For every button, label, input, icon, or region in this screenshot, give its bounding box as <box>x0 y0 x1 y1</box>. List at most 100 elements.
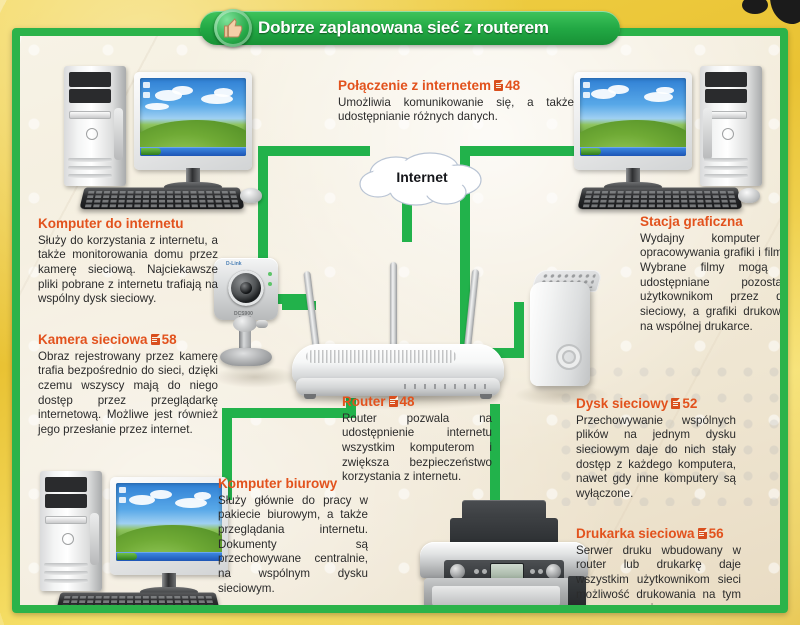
start-button <box>581 148 601 155</box>
page-icon <box>494 80 504 91</box>
taskbar <box>580 147 686 156</box>
link-router-to-printer-vertical <box>490 404 500 510</box>
lcd-monitor <box>574 72 692 192</box>
printer-dial[interactable] <box>450 564 465 579</box>
page-reference: 58 <box>148 332 177 347</box>
callout-body: Serwer druku wbudowany w router lub druk… <box>576 543 741 613</box>
optical-drive <box>45 516 87 524</box>
printer-shadow <box>416 606 596 613</box>
keyboard <box>577 187 743 210</box>
camera-body: D-Link DCS900 <box>214 258 278 320</box>
callout-body: Umożliwia komunikowanie się, a także udo… <box>338 95 574 124</box>
taskbar <box>116 552 222 561</box>
optical-drive <box>69 111 111 119</box>
callout-office-computer: Komputer biurowy Służy głównie do pracy … <box>218 476 368 597</box>
internet-cloud-label: Internet <box>396 169 448 185</box>
callout-graphics-station: Stacja graficzna Wydajny komputer do opr… <box>640 214 788 335</box>
callout-body: Wydajny komputer do opracowywania grafik… <box>640 231 788 333</box>
printer-dial[interactable] <box>546 564 561 579</box>
monitor-screen-windows-xp-wallpaper <box>580 78 686 156</box>
router-antenna <box>390 262 397 352</box>
tower-drive-bay <box>69 89 111 103</box>
link-camera-to-router <box>282 301 316 310</box>
desktop-computer-top-right <box>566 66 762 212</box>
network-printer <box>418 498 590 605</box>
tower-logo <box>86 128 98 140</box>
tower-vent <box>44 563 88 567</box>
callout-body: Służy głównie do pracy w pakiecie biurow… <box>218 493 368 595</box>
start-button <box>117 553 137 560</box>
page-reference: 48 <box>491 78 520 93</box>
router-foot <box>480 394 492 399</box>
camera-joint <box>233 316 257 332</box>
tower-drive-bay <box>705 89 747 103</box>
tower-front-strip <box>703 108 712 160</box>
tower-drive-bay <box>69 72 111 87</box>
lcd-monitor <box>110 477 228 597</box>
link-router-right <box>514 302 524 358</box>
callout-body: Obraz rejestrowany przez kamerę trafia b… <box>38 349 218 437</box>
title-banner: Dobrze zaplanowana sieć z routerem <box>200 9 620 47</box>
page-icon <box>697 528 707 539</box>
monitor-bezel <box>134 72 252 170</box>
tower-vent <box>68 174 112 178</box>
green-frame: D-Link DCS900 <box>12 28 788 613</box>
mouse <box>738 188 760 203</box>
camera-base <box>220 348 272 366</box>
link-topleft-pc-to-router <box>258 294 310 304</box>
monitor-stand-base <box>164 182 222 192</box>
tower-drive-bay <box>45 494 87 508</box>
callout-heading: Komputer do internetu <box>38 216 184 231</box>
monitor-stand-neck <box>162 573 176 589</box>
camera-status-led <box>268 272 272 276</box>
monitor-bezel <box>110 477 228 575</box>
printer-side-panel <box>568 576 586 605</box>
keyboard <box>79 187 245 210</box>
pc-tower <box>700 66 762 186</box>
link-router-bottom-stub <box>346 398 356 418</box>
mouse <box>240 188 262 203</box>
internet-cloud: Internet <box>358 152 486 208</box>
tower-vent <box>704 166 748 170</box>
nas-logo <box>556 344 582 370</box>
taskbar <box>140 147 246 156</box>
camera-adjust-knob[interactable] <box>256 320 268 328</box>
monitor-stand-neck <box>186 168 200 184</box>
router-antenna <box>463 268 480 352</box>
tower-vent <box>68 158 112 162</box>
link-cloud-right-horizontal <box>460 146 580 156</box>
monitor-stand-base <box>140 587 198 597</box>
link-cloud-left-vertical <box>258 146 268 174</box>
page-reference: 56 <box>695 526 724 541</box>
start-button <box>141 148 161 155</box>
tower-drive-bay <box>705 72 747 87</box>
callout-body: Przechowywanie wspólnych plików na jedny… <box>576 413 736 501</box>
pc-tower <box>40 471 102 591</box>
link-office-pc-vertical <box>222 408 232 500</box>
thumbs-up-icon <box>214 9 252 47</box>
nas-shadow <box>514 384 610 406</box>
router-led-row <box>404 384 488 389</box>
router-base <box>296 378 500 396</box>
router-foot <box>304 394 316 399</box>
callout-heading: Stacja graficzna <box>640 214 743 229</box>
page-icon <box>671 398 681 409</box>
monitor-stand-neck <box>626 168 640 184</box>
link-office-pc-to-router <box>222 408 356 418</box>
desktop-computer-top-left <box>64 66 262 212</box>
link-graphics-vertical <box>460 146 470 358</box>
page-icon <box>388 396 398 407</box>
page-icon <box>150 334 160 345</box>
callout-internet-computer: Komputer do internetu Służy do korzystan… <box>38 216 218 307</box>
callout-body: Router pozwala na udostępnienie internet… <box>342 411 492 484</box>
nas-front-face <box>530 282 590 386</box>
tower-front-strip <box>90 513 99 565</box>
